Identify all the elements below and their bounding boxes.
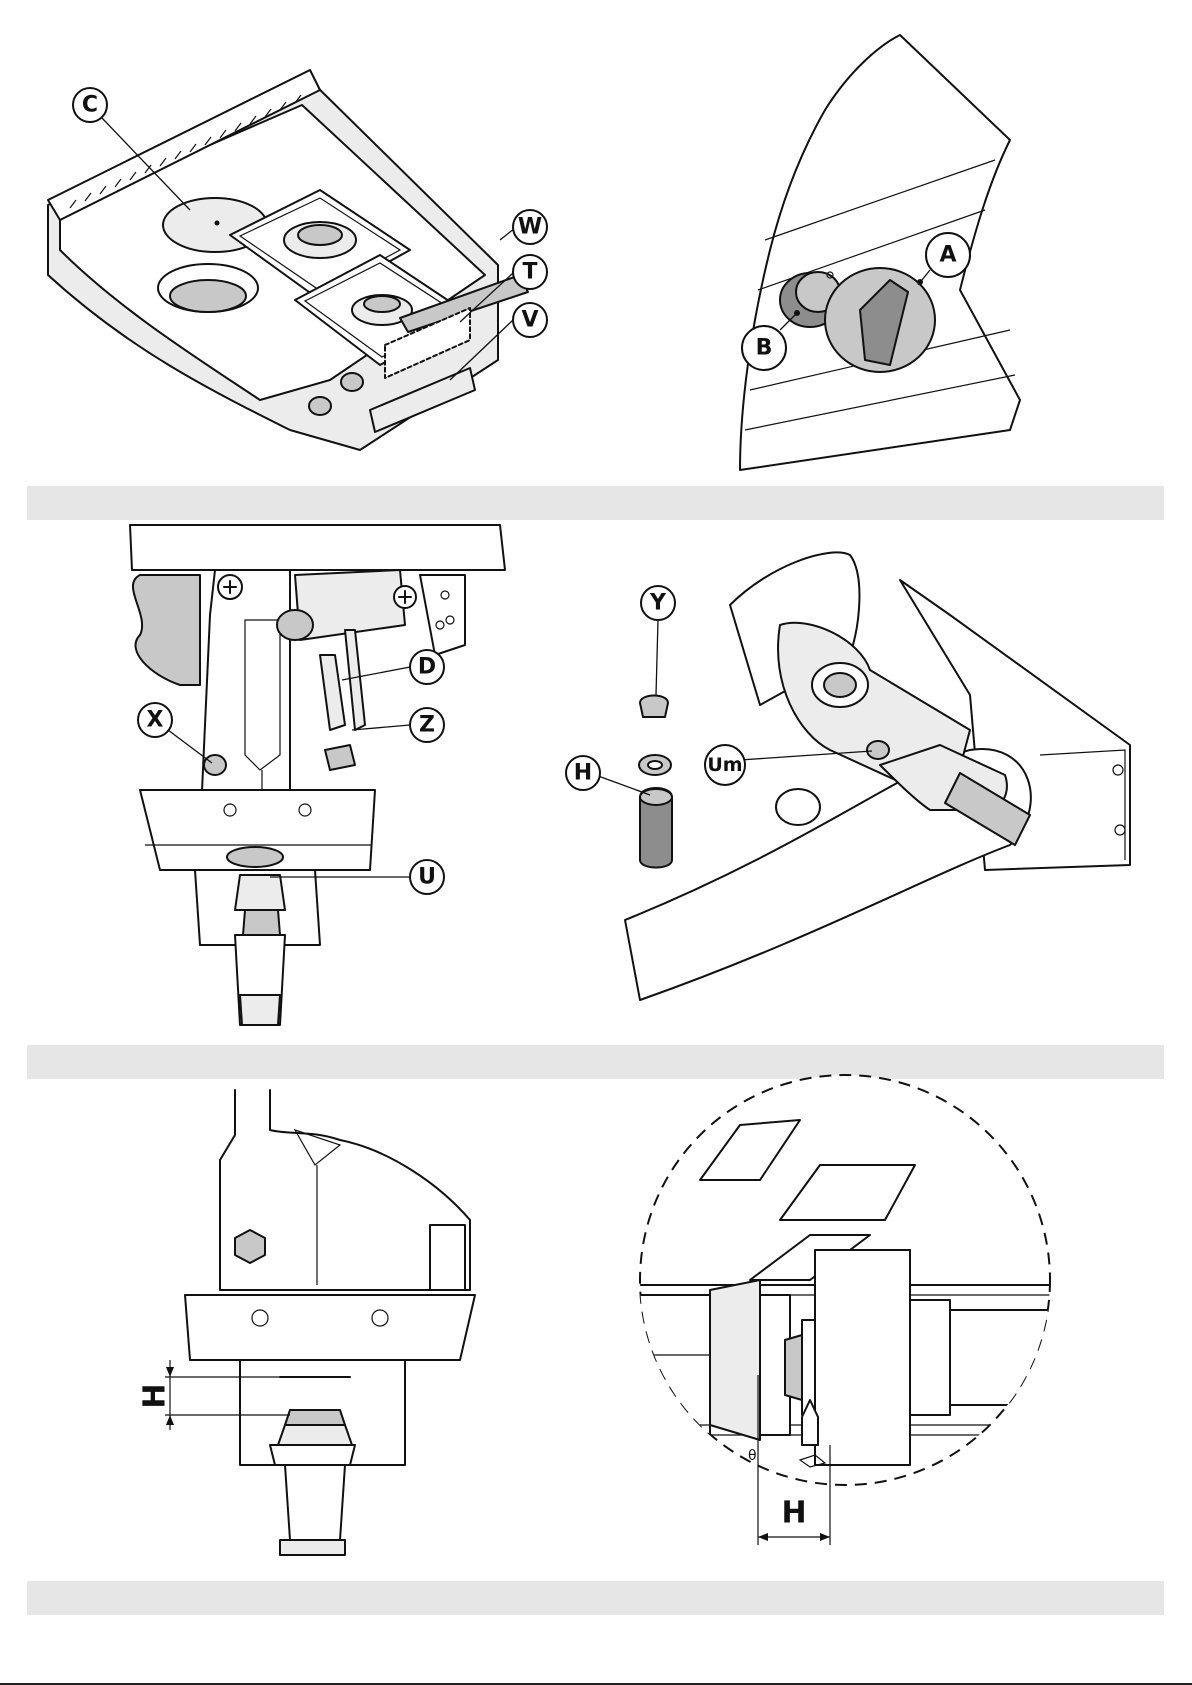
valve-block: [815, 1250, 910, 1465]
callout-H: H: [566, 756, 650, 795]
side-tab: [420, 575, 465, 655]
control-panel-strip: [740, 35, 1020, 470]
thermocouple-lead: [345, 630, 365, 730]
burner-underside-figure: X D Z U: [120, 525, 540, 1045]
svg-text:D: D: [418, 655, 436, 680]
adjust-screw-Um: [867, 741, 889, 759]
svg-text:Z: Z: [419, 713, 435, 738]
injector-U: [243, 910, 280, 935]
svg-text:X: X: [147, 708, 164, 733]
nozzle-Y: [640, 696, 668, 718]
svg-text:H: H: [138, 1383, 173, 1408]
callout-Y: Y: [641, 586, 675, 695]
front-knob-right: [341, 373, 363, 391]
injector-section: [285, 1410, 345, 1425]
callout-X: X: [138, 703, 212, 763]
svg-text:H: H: [574, 761, 592, 786]
hob-plate: [130, 525, 505, 570]
nut-left: [277, 610, 313, 640]
svg-text:W: W: [518, 215, 542, 240]
air-gap-side-figure: H: [140, 1090, 500, 1570]
callout-W: W: [500, 210, 547, 244]
screw-X: [204, 755, 226, 775]
svg-text:A: A: [939, 243, 956, 268]
svg-text:V: V: [521, 308, 538, 333]
svg-text:U: U: [418, 865, 436, 890]
ignition-electrode: [320, 655, 345, 730]
flared-collar: [710, 1280, 760, 1440]
svg-text:H: H: [781, 1496, 806, 1531]
front-knob-left: [309, 397, 331, 415]
section-band-3: [27, 1581, 1164, 1615]
section-band-2: [27, 1045, 1164, 1079]
pipe-section: [630, 1295, 710, 1450]
burner-cup: [133, 575, 200, 685]
svg-text:C: C: [82, 93, 98, 118]
section-band-1: [27, 486, 1164, 520]
cooktop-figure: C W T V: [30, 60, 550, 470]
burner-collar-section: [185, 1295, 475, 1360]
hex-nut: [235, 1230, 265, 1263]
svg-text:B: B: [756, 336, 773, 361]
gas-valve-figure: Y H Um: [610, 545, 1150, 1015]
svg-text:Y: Y: [649, 591, 667, 616]
svg-text:Um: Um: [707, 754, 742, 776]
svg-text:T: T: [522, 260, 537, 285]
injector-nut: [785, 1335, 802, 1400]
control-knobs-figure: A B: [740, 30, 1070, 480]
air-gap-detail-figure: θ H: [630, 1095, 1050, 1575]
